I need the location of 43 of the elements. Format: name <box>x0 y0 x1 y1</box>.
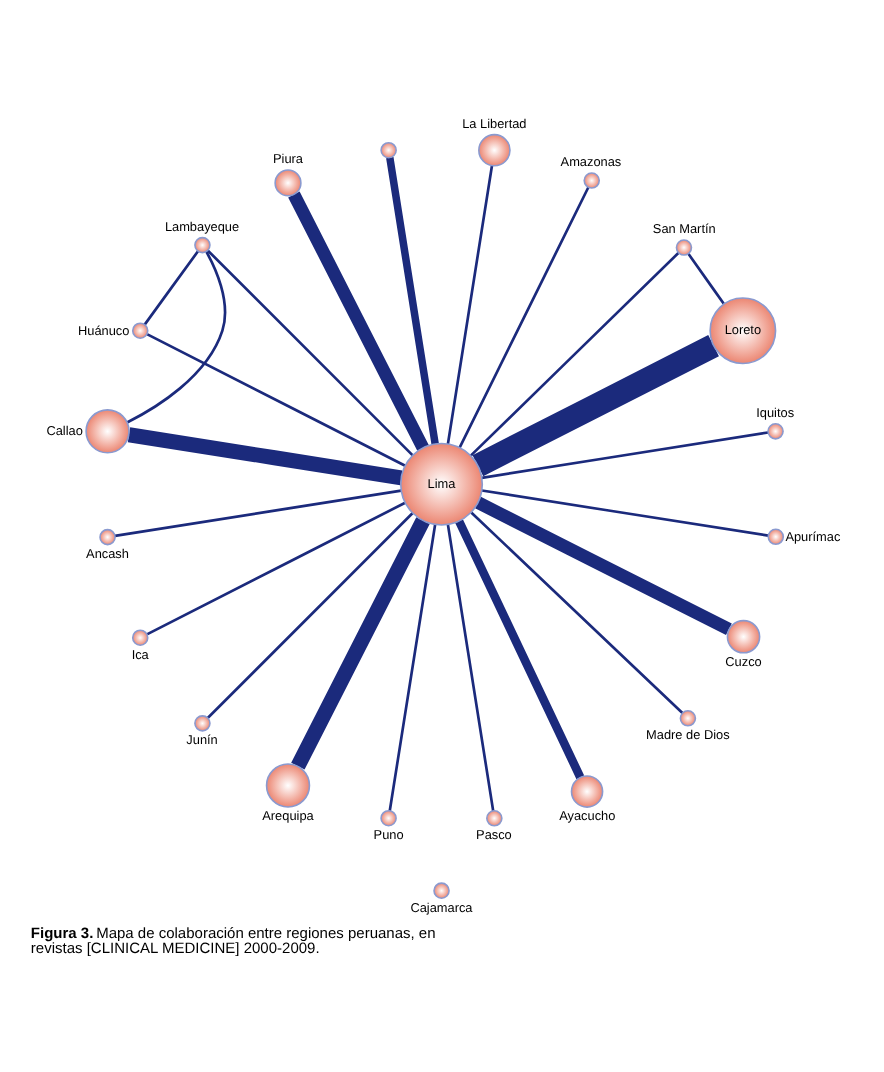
connector <box>454 519 584 780</box>
node-circle <box>477 133 510 167</box>
connector <box>686 253 724 305</box>
connector <box>445 524 494 812</box>
connector <box>387 524 436 811</box>
node-circle <box>193 715 210 732</box>
connector <box>142 250 199 326</box>
node-circle <box>130 322 148 339</box>
node-circle <box>432 882 449 899</box>
connector <box>385 157 438 445</box>
node-circle <box>130 629 148 647</box>
node-circle <box>485 809 502 827</box>
node-circle <box>379 141 396 159</box>
connector <box>480 489 768 537</box>
node-circle <box>582 172 600 189</box>
node-circle <box>678 709 696 727</box>
connector <box>205 512 413 719</box>
connector <box>145 332 405 467</box>
connector <box>126 427 402 486</box>
connector <box>205 249 413 457</box>
connector <box>145 501 405 636</box>
connector <box>125 251 226 424</box>
connector <box>113 489 401 538</box>
node-circle <box>379 809 396 827</box>
node-circle <box>766 528 784 546</box>
connector <box>474 496 731 636</box>
connector <box>471 335 718 477</box>
node-circle <box>569 775 603 808</box>
node-circle <box>264 763 310 808</box>
node-circle <box>84 409 129 454</box>
node-circle <box>193 236 210 254</box>
connector <box>457 186 589 449</box>
connector <box>290 517 429 770</box>
node-circle <box>273 169 301 197</box>
node-circle <box>98 528 115 546</box>
connector <box>469 511 683 715</box>
node-circle <box>725 619 760 654</box>
node-circle <box>766 423 783 440</box>
node-circle <box>674 239 692 256</box>
connector <box>287 191 428 451</box>
connector <box>445 165 493 445</box>
connector <box>468 251 679 457</box>
connector <box>480 431 768 480</box>
